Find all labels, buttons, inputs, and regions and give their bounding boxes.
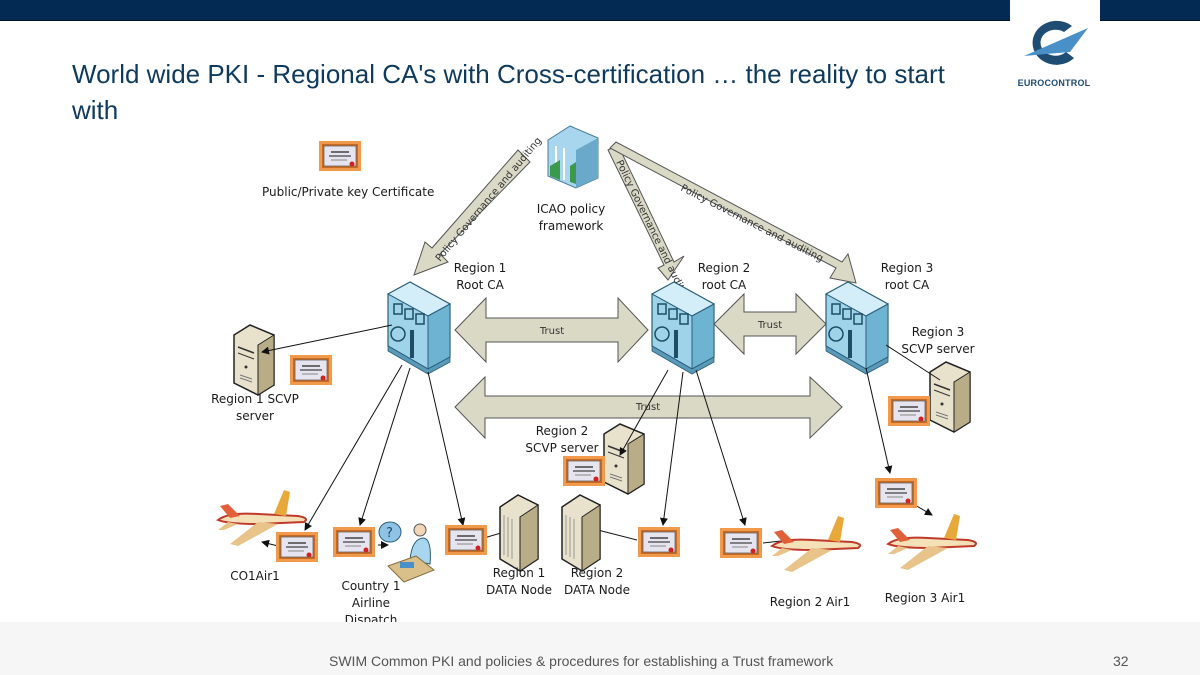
- header-bar: [0, 0, 1200, 21]
- region1-root-ca-server-icon: [387, 281, 451, 375]
- legend-certificate-icon: [318, 140, 362, 172]
- region2-root-ca-server-icon: [651, 281, 715, 375]
- region3-scvp-certificate-icon: [887, 395, 931, 427]
- dispatch-operator-icon: ?: [378, 521, 435, 583]
- region1-ca-label-line1: Region 1: [454, 261, 507, 275]
- dispatch-label-line2: Airline: [352, 596, 390, 610]
- svg-text:Policy Governance and auditing: Policy Governance and auditing: [434, 135, 544, 263]
- region2-data-label-line2: DATA Node: [564, 583, 630, 597]
- region2-scvp-label-line2: SCVP server: [525, 441, 598, 455]
- region1-data-label-line1: Region 1: [493, 566, 546, 580]
- svg-text:Trust: Trust: [757, 320, 782, 331]
- svg-text:Policy Governance and auditing: Policy Governance and auditing: [679, 183, 825, 265]
- region2-air-certificate-icon: [719, 527, 763, 559]
- connector-lines: [261, 324, 941, 551]
- footer-text: SWIM Common PKI and policies & procedure…: [329, 653, 834, 669]
- region2-scvp-server-icon: [603, 423, 645, 495]
- region2-data-node-icon: [561, 494, 601, 572]
- logo-text: EUROCONTROL: [1017, 78, 1091, 88]
- eurocontrol-logo: [1010, 0, 1100, 100]
- svg-text:Trust: Trust: [635, 402, 660, 413]
- trust-arrow-r2-r3: Trust: [713, 292, 827, 356]
- region3-airplane-icon: [887, 513, 977, 571]
- slide-title: World wide PKI - Regional CA's with Cros…: [72, 59, 945, 125]
- region2-ca-label-line1: Region 2: [698, 261, 751, 275]
- page-number: 32: [1113, 653, 1129, 669]
- slide-footer: [0, 622, 1200, 675]
- region3-scvp-label-line1: Region 3: [912, 325, 965, 339]
- region3-scvp-server-icon: [929, 361, 971, 433]
- trust-arrow-r1-r3: Trust: [454, 375, 843, 440]
- legend-label: Public/Private key Certificate: [262, 185, 434, 199]
- region3-scvp-label-line2: SCVP server: [901, 342, 974, 356]
- region1-scvp-label-line1: Region 1 SCVP: [211, 392, 299, 406]
- dispatch-label-line1: Country 1: [341, 579, 400, 593]
- dispatch-certificate-icon: [332, 526, 376, 558]
- region2-scvp-label-line1: Region 2: [536, 424, 589, 438]
- region3-ca-label-line1: Region 3: [881, 261, 934, 275]
- region3-air-label: Region 3 Air1: [885, 591, 965, 605]
- region1-data-label-line2: DATA Node: [486, 583, 552, 597]
- region3-root-ca-server-icon: [825, 281, 889, 375]
- region1-scvp-certificate-icon: [289, 354, 333, 386]
- region3-ca-label-line2: root CA: [885, 278, 930, 292]
- pki-diagram: Public/Private key Certificate ICAO poli…: [211, 125, 977, 622]
- region2-scvp-certificate-icon: [562, 455, 606, 487]
- region1-data-node-icon: [499, 494, 539, 572]
- region2-air-label: Region 2 Air1: [770, 595, 850, 609]
- icao-label-line1: ICAO policy: [537, 202, 606, 216]
- eurocontrol-emblem-icon: [1024, 20, 1088, 65]
- co1air1-certificate-icon: [275, 531, 319, 563]
- icao-building-icon: [547, 125, 599, 189]
- region1-data-certificate-icon: [444, 524, 488, 556]
- region1-scvp-server-icon: [233, 324, 275, 396]
- co1air1-label: CO1Air1: [230, 569, 280, 583]
- trust-arrow-r1-r2: Trust: [454, 296, 649, 364]
- svg-text:Trust: Trust: [539, 326, 564, 337]
- region2-ca-label-line2: root CA: [702, 278, 747, 292]
- region2-data-certificate-icon: [637, 526, 681, 558]
- region1-scvp-label-line2: server: [236, 409, 274, 423]
- region2-airplane-icon: [771, 515, 861, 573]
- region2-data-label-line1: Region 2: [571, 566, 624, 580]
- policy-arrow-region1: Policy Governance and auditing: [413, 135, 544, 276]
- region3-air-certificate-icon: [874, 477, 918, 509]
- dispatch-label-line3: Dispatch: [345, 613, 398, 622]
- region1-ca-label-line2: Root CA: [456, 278, 504, 292]
- icao-label-line2: framework: [539, 219, 604, 233]
- svg-text:?: ?: [386, 526, 393, 541]
